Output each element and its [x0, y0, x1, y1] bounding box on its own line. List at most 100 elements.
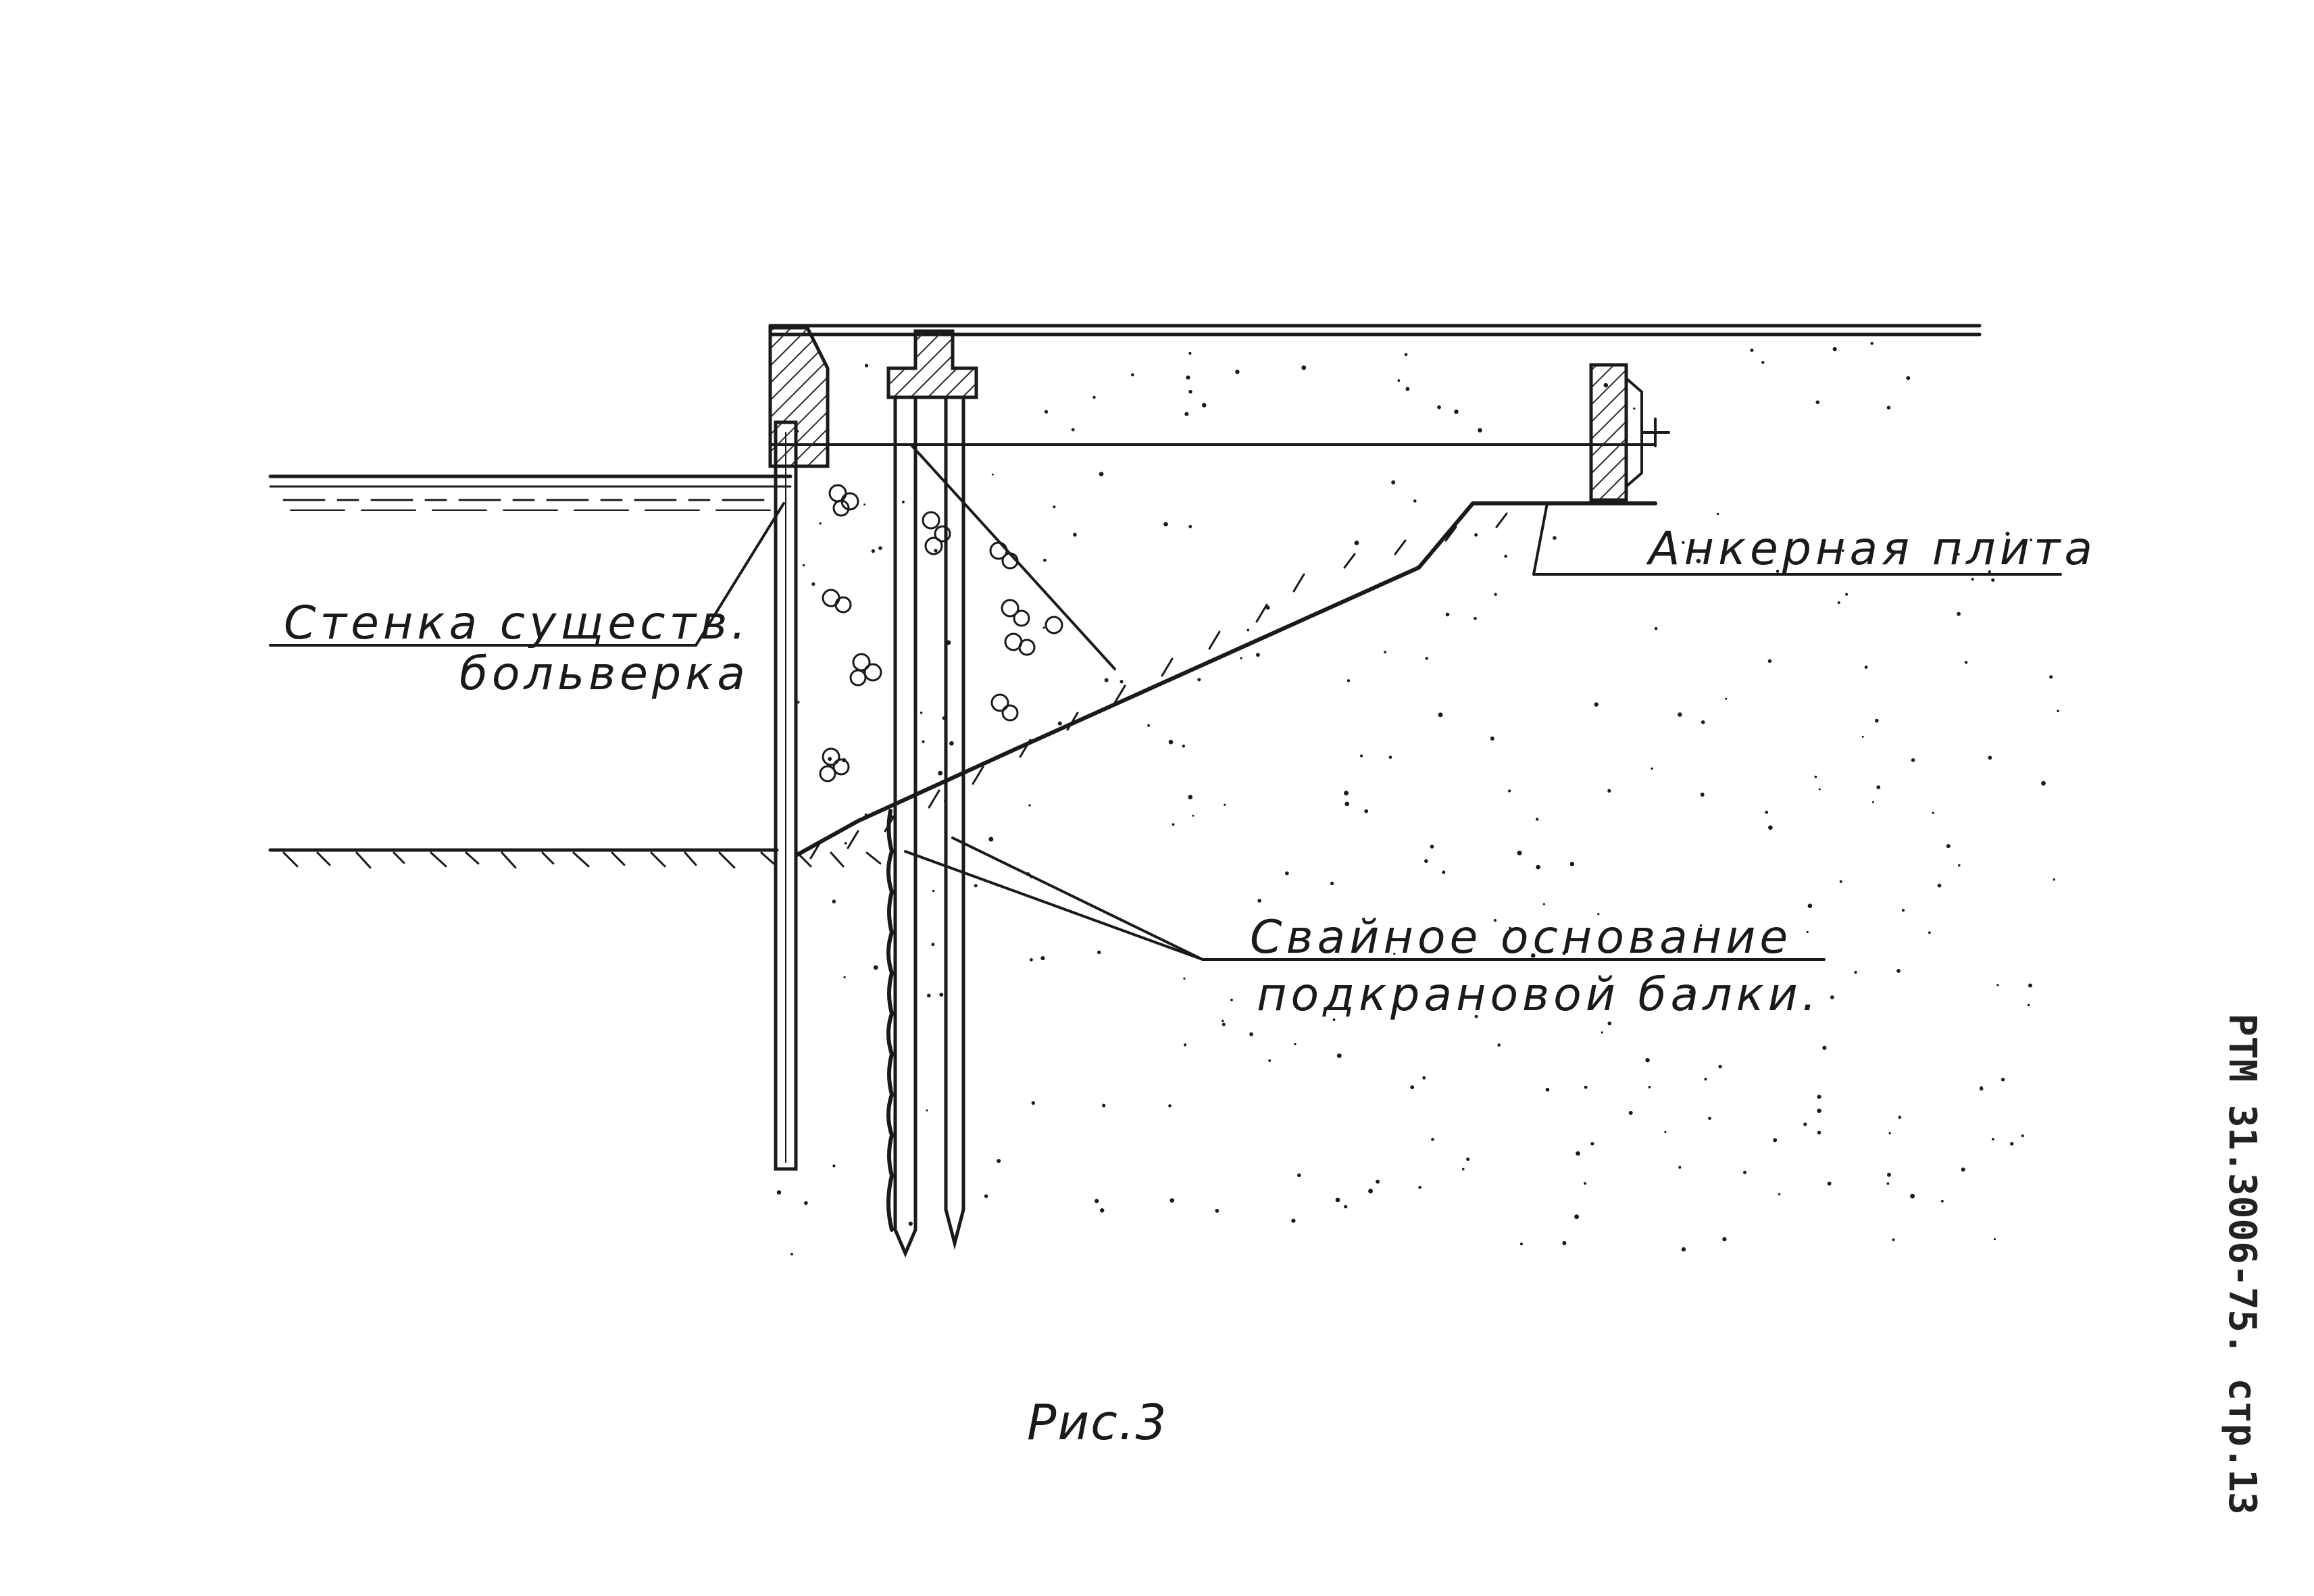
sand-dot	[1192, 814, 1194, 817]
sand-dot	[1504, 554, 1507, 558]
sand-dot	[1699, 924, 1703, 927]
sand-dot	[1704, 1078, 1707, 1081]
sand-dot	[920, 712, 923, 714]
sand-dot	[1633, 407, 1636, 410]
sand-dot	[1172, 823, 1175, 826]
sand-dot	[1215, 1209, 1219, 1213]
sand-dot	[1773, 1138, 1778, 1143]
seabed	[268, 848, 882, 869]
water-surface	[268, 474, 793, 511]
sand-dot	[1188, 524, 1192, 528]
sand-dot	[1169, 1198, 1174, 1203]
sand-dot	[1053, 505, 1056, 509]
sand-dot	[1887, 1172, 1891, 1177]
sand-dot	[1607, 1021, 1612, 1026]
backfill-slope	[795, 501, 1657, 859]
sand-dot	[1839, 880, 1842, 883]
sand-dot	[1418, 1186, 1422, 1189]
sand-dot	[1437, 405, 1441, 409]
sand-dot	[1964, 661, 1968, 664]
sand-dot	[1806, 930, 1809, 933]
sand-dot	[1222, 1020, 1224, 1022]
sand-dot	[2041, 780, 2046, 786]
figure-caption: Рис.3	[1027, 1394, 1168, 1451]
sand-dot	[946, 640, 951, 645]
sand-dot	[797, 701, 800, 704]
sand-dot	[1988, 570, 1991, 574]
sand-dot	[984, 1194, 988, 1199]
sand-dot	[1603, 382, 1609, 388]
sand-dot	[1163, 522, 1168, 527]
sand-dot	[1256, 653, 1260, 657]
sand-dot	[1100, 1208, 1105, 1213]
sand-dot	[1268, 1059, 1272, 1062]
sand-dot	[1405, 386, 1410, 391]
sand-dot	[1681, 1247, 1686, 1252]
sand-dot	[1817, 1130, 1821, 1134]
sand-dot	[932, 889, 935, 893]
sand-dot	[2030, 539, 2032, 542]
sand-dot	[1376, 1179, 1380, 1184]
sand-dot	[1725, 697, 1728, 700]
sand-dot	[844, 842, 847, 845]
sand-dot	[1607, 789, 1611, 793]
sand-dot	[1354, 541, 1359, 545]
sand-dot	[1092, 395, 1096, 399]
sand-dot	[1817, 1108, 1821, 1114]
sand-dot	[2001, 1078, 2005, 1082]
sand-dot	[1928, 931, 1931, 934]
sand-dot	[1454, 409, 1459, 414]
sand-dot	[1336, 1053, 1342, 1058]
sand-texture	[776, 342, 2059, 1255]
sand-dot	[1768, 825, 1773, 830]
sand-dot	[1332, 1018, 1336, 1021]
sand-dot	[1957, 612, 1961, 616]
sand-dot	[1601, 1031, 1603, 1034]
sand-dot	[1393, 952, 1396, 955]
sand-dot	[1803, 1122, 1807, 1126]
sand-dot	[1536, 864, 1540, 870]
sand-dot	[1645, 1057, 1650, 1063]
sand-dot	[873, 965, 878, 970]
sand-dot	[832, 1164, 836, 1168]
sand-dot	[1886, 405, 1891, 410]
sand-dot	[934, 549, 938, 553]
sand-dot	[2005, 531, 2010, 536]
sand-dot	[1910, 1193, 1915, 1199]
sand-dot	[1413, 499, 1417, 503]
sand-dot	[1031, 1101, 1036, 1105]
sand-dot	[1430, 845, 1434, 849]
sand-dot	[1297, 1173, 1301, 1178]
sand-dot	[804, 1201, 808, 1205]
sand-dot	[871, 549, 876, 553]
sand-dot	[1700, 793, 1705, 797]
sand-dot	[1545, 1087, 1550, 1092]
sand-dot	[938, 770, 943, 776]
sand-dot	[1875, 718, 1879, 723]
sand-dot	[2021, 1134, 2024, 1138]
sand-dot	[1168, 1104, 1172, 1107]
sand-dot	[1594, 702, 1599, 707]
sand-dot	[1364, 809, 1369, 814]
sand-dot	[1291, 1218, 1296, 1223]
sand-dot	[1301, 365, 1307, 370]
sand-dot	[1042, 626, 1045, 629]
sand-dot	[1410, 1085, 1415, 1089]
sand-dot	[790, 1253, 793, 1255]
sand-dot	[1186, 375, 1190, 380]
sand-dot	[1765, 810, 1769, 814]
sand-dot	[1294, 1043, 1297, 1046]
sand-dot	[1097, 950, 1101, 955]
sand-dot	[1584, 1085, 1588, 1089]
pile-foundation-label-line2: подкрановой балки.	[1257, 968, 1820, 1022]
document-stamp: РТМ 31.3006-75. стр.13	[2220, 1014, 2264, 1515]
sand-dot	[922, 740, 925, 743]
sand-dot	[1988, 755, 1992, 760]
sand-dot	[1562, 951, 1566, 955]
sand-dot	[1030, 958, 1033, 962]
sand-dot	[1584, 1182, 1586, 1185]
sand-dot	[1628, 1111, 1633, 1115]
sand-dot	[802, 564, 805, 567]
sand-dot	[931, 943, 935, 947]
leader-lines	[269, 445, 2062, 961]
